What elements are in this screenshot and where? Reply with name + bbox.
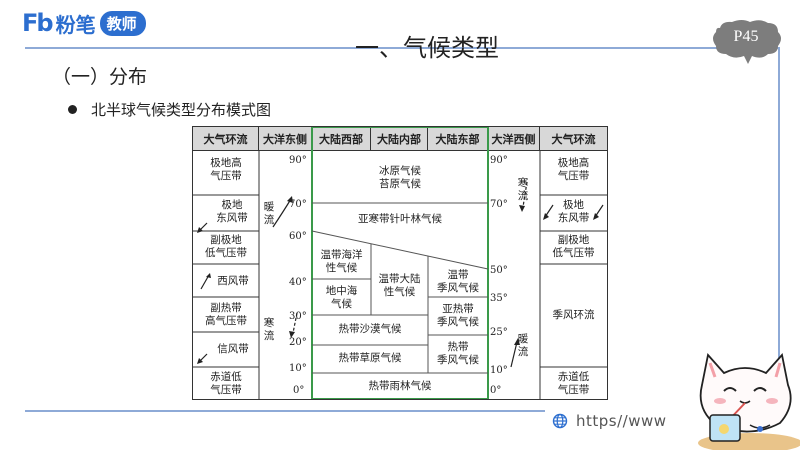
globe-icon xyxy=(552,413,568,429)
left-belt-equatorial-low: 赤道低 气压带 xyxy=(210,371,242,396)
cat-mascot-icon xyxy=(698,353,800,450)
right-belt-subpolar-low: 副极地 低气压带 xyxy=(552,234,595,259)
left-belt-polar-easterlies: 极地 东风带 xyxy=(216,199,248,224)
climate-tropical-rainforest: 热带雨林气候 xyxy=(368,380,432,392)
right-lat-70: 70° xyxy=(490,199,508,210)
right-lat-90: 90° xyxy=(490,155,508,166)
left-lat-40: 40° xyxy=(289,277,307,288)
url-text: https//www xyxy=(576,412,667,430)
climate-temperate-monsoon: 温带 季风气候 xyxy=(437,269,479,294)
url-footer[interactable]: https//www xyxy=(552,412,667,430)
right-lat-50: 50° xyxy=(490,265,508,276)
left-belt-westerlies: 西风带 xyxy=(217,275,249,287)
section-heading: （一）分布 xyxy=(52,66,148,88)
climate-mediterranean: 地中海 气候 xyxy=(325,285,358,310)
climate-temperate-marine: 温带海洋 性气候 xyxy=(320,249,363,274)
left-lat-90: 90° xyxy=(289,155,307,166)
left-warm-current: 暖 流 xyxy=(263,201,275,226)
diagram-grid xyxy=(193,127,607,399)
climate-distribution-diagram: 大气环流 大洋东侧 大陆西部 大陆内部 大陆东部 大洋西侧 大气环流 xyxy=(192,126,608,400)
header-ocean-west: 大洋西侧 xyxy=(488,127,540,151)
frame-bottom-line xyxy=(25,410,545,412)
logo-tag: 教师 xyxy=(99,10,146,36)
logo-mark: Fb xyxy=(22,9,54,37)
right-lat-10: 10° xyxy=(490,365,508,376)
left-lat-0: 0° xyxy=(293,385,305,396)
page-number-badge: P45 xyxy=(708,18,784,66)
climate-temperate-continental: 温带大陆 性气候 xyxy=(378,273,421,298)
left-belt-subpolar-low: 副极地 低气压带 xyxy=(205,234,247,259)
right-lat-25: 25° xyxy=(490,327,508,338)
climate-tropical-savanna: 热带草原气候 xyxy=(338,352,402,364)
left-belt-trade-winds: 信风带 xyxy=(217,343,249,355)
page-title: 一、气候类型 xyxy=(355,34,499,62)
left-lat-70: 70° xyxy=(289,199,307,210)
badge-cloud-icon xyxy=(713,20,781,64)
bullet-item: 北半球气候类型分布模式图 xyxy=(68,99,271,120)
bullet-icon xyxy=(68,105,77,114)
left-belt-polar-high: 极地高 气压带 xyxy=(210,157,242,182)
right-warm-current: 暖 流 xyxy=(517,333,529,358)
right-belt-equatorial-low: 赤道低 气压带 xyxy=(557,371,590,396)
right-cold-current: 寒 流 xyxy=(517,177,529,202)
left-lat-60: 60° xyxy=(289,231,307,242)
header-continent-inner: 大陆内部 xyxy=(371,127,428,151)
brand-logo: Fb 粉笔 教师 xyxy=(22,8,146,38)
right-belt-polar-easterlies: 极地 东风带 xyxy=(557,199,590,224)
climate-tropical-desert: 热带沙漠气候 xyxy=(338,323,402,335)
left-lat-10: 10° xyxy=(289,363,307,374)
header-continent-west: 大陆西部 xyxy=(312,127,371,151)
frame-right-line xyxy=(778,47,780,412)
climate-ice-tundra: 冰原气候 苔原气候 xyxy=(379,165,421,190)
left-lat-20: 20° xyxy=(289,337,307,348)
bullet-text: 北半球气候类型分布模式图 xyxy=(91,101,272,119)
header-right-circulation: 大气环流 xyxy=(540,127,607,151)
header-continent-east: 大陆东部 xyxy=(428,127,488,151)
header-left-circulation: 大气环流 xyxy=(193,127,259,151)
left-belt-subtropical-high: 副热带 高气压带 xyxy=(205,302,247,327)
right-lat-0: 0° xyxy=(490,385,502,396)
page-number: P45 xyxy=(733,28,759,45)
right-belt-monsoon-circulation: 季风环流 xyxy=(552,309,595,321)
climate-subarctic: 亚寒带针叶林气候 xyxy=(358,213,442,225)
left-cold-current: 寒 流 xyxy=(263,317,275,342)
frame-top-line xyxy=(25,47,780,49)
logo-brand: 粉笔 xyxy=(55,12,96,37)
right-lat-35: 35° xyxy=(490,293,508,304)
right-belt-polar-high: 极地高 气压带 xyxy=(557,157,590,182)
climate-subtropical-monsoon: 亚热带 季风气候 xyxy=(437,303,479,328)
left-lat-30: 30° xyxy=(289,311,307,322)
climate-tropical-monsoon: 热带 季风气候 xyxy=(437,341,479,366)
